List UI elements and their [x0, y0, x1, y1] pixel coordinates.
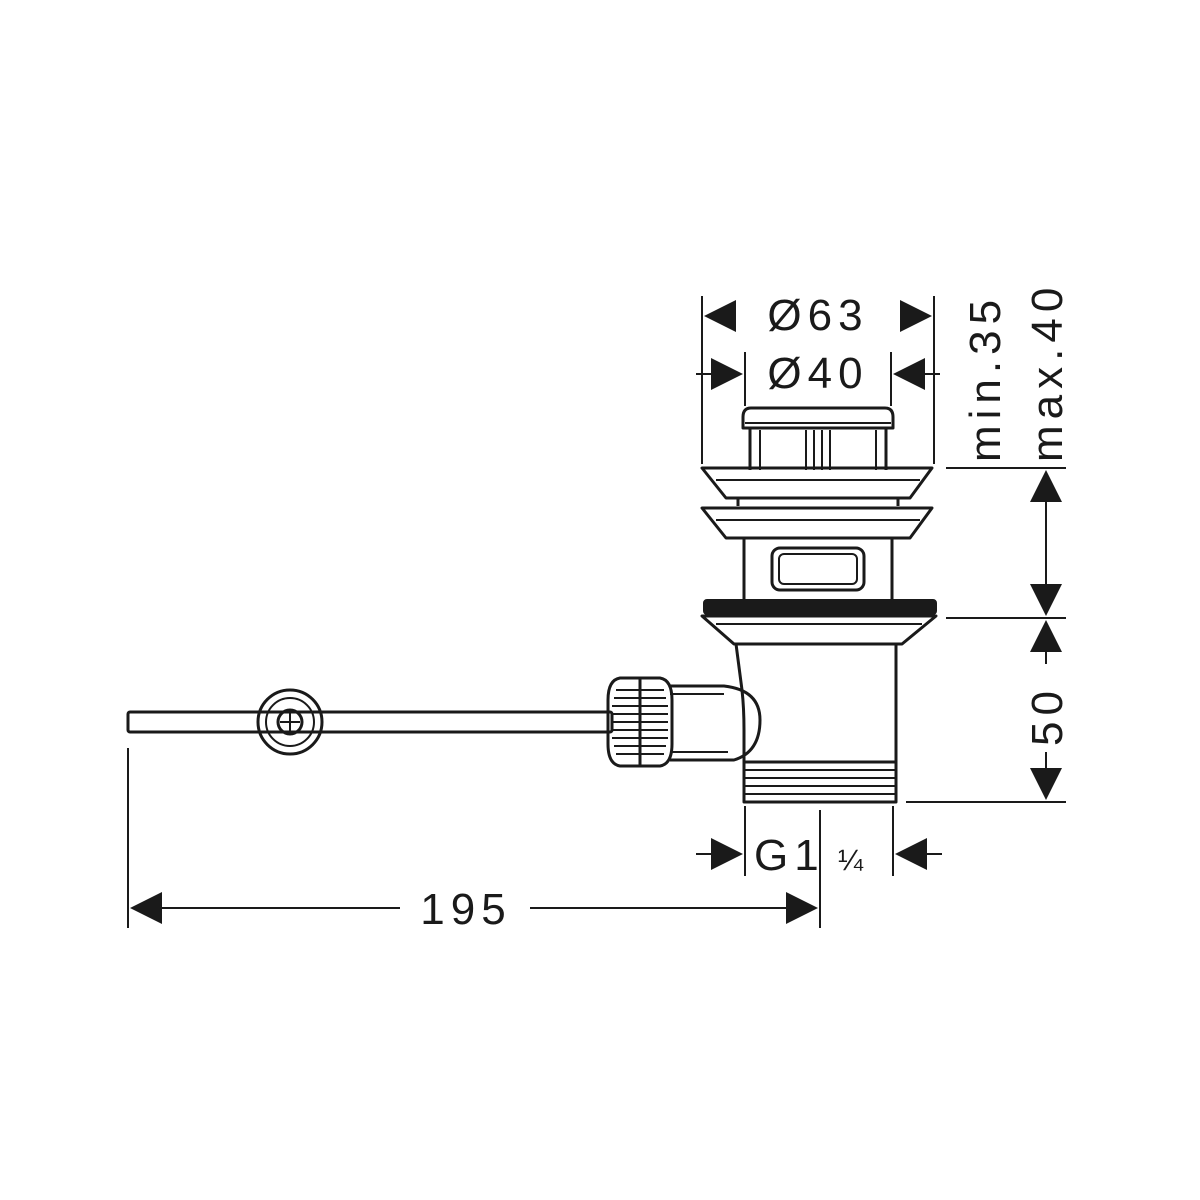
min-height-label: min.35	[961, 294, 1010, 462]
knurled-nut	[606, 676, 674, 768]
dimension-heights: 50	[906, 467, 1072, 803]
upper-flange	[700, 466, 934, 506]
dimension-outer-diameter: Ø63	[701, 291, 935, 464]
dimension-thread: G1 ¼	[696, 806, 942, 880]
thread-label: G1	[754, 831, 825, 880]
pull-rod	[126, 710, 614, 734]
overall-length-label: 195	[420, 885, 511, 934]
dimension-overall-length: 195	[127, 748, 821, 934]
rod-knob	[256, 688, 324, 756]
plug-cap	[741, 406, 895, 470]
waste-fitting-drawing	[126, 406, 938, 804]
dimension-inner-diameter: Ø40	[696, 349, 940, 406]
waste-body	[700, 614, 938, 804]
side-outlet	[670, 684, 762, 762]
body-height-label: 50	[1023, 685, 1072, 746]
plug-neck	[742, 538, 894, 600]
thread-fraction: ¼	[838, 844, 864, 877]
basin-seal	[703, 599, 937, 615]
inner-diameter-label: Ø40	[767, 349, 868, 398]
max-height-label: max.40	[1023, 282, 1072, 462]
outer-diameter-label: Ø63	[767, 291, 868, 340]
lower-flange	[700, 506, 934, 540]
